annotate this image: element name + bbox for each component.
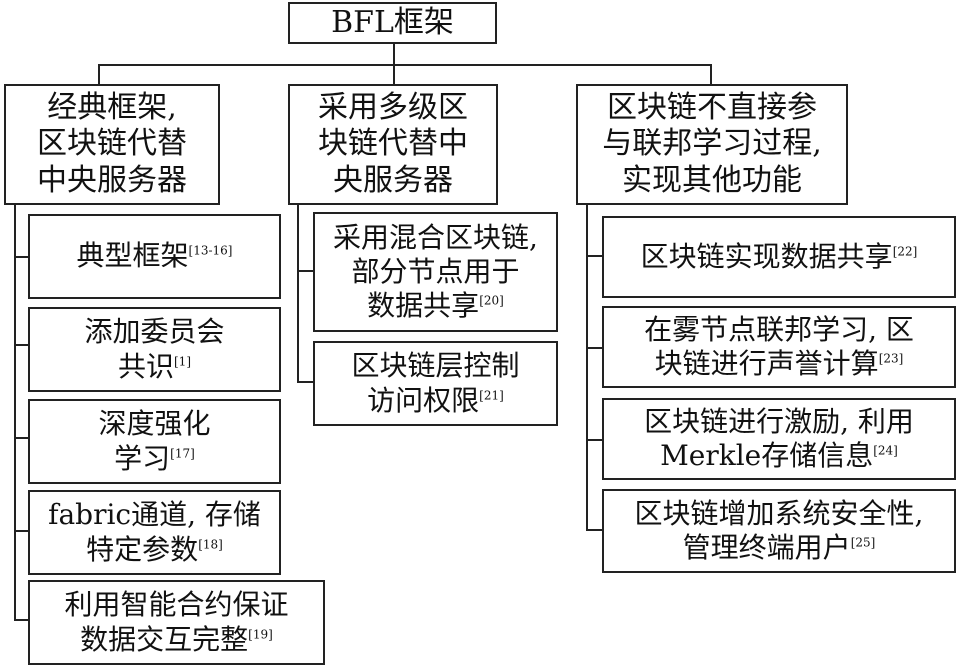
citation: [22]	[892, 244, 918, 259]
col2-drop	[393, 64, 395, 84]
col1-branch-4	[14, 530, 28, 532]
col3-spine	[586, 204, 588, 530]
leaf-text: 区块链进行激励, 利用 Merkle存储信息	[644, 404, 914, 472]
leaf-node: 区块链进行激励, 利用 Merkle存储信息[24]	[602, 398, 956, 480]
root-label: BFL框架	[331, 4, 454, 40]
col1-spine	[14, 204, 16, 620]
category-label: 经典框架, 区块链代替 中央服务器	[37, 89, 187, 198]
leaf-node: 在雾节点联邦学习, 区 块链进行声誉计算[23]	[602, 306, 956, 388]
leaf-node: 添加委员会 共识[1]	[28, 307, 281, 392]
col1-branch-1	[14, 256, 28, 258]
col2-branch-1	[297, 270, 313, 272]
root-node: BFL框架	[288, 2, 497, 44]
citation: [18]	[198, 537, 223, 552]
citation: [1]	[174, 354, 191, 369]
col3-branch-3	[586, 439, 602, 441]
leaf-node: 利用智能合约保证 数据交互完整[19]	[28, 580, 325, 665]
col3-drop	[710, 64, 712, 84]
category-node-2: 采用多级区 块链代替中 央服务器	[288, 84, 498, 205]
leaf-node: 深度强化 学习[17]	[28, 399, 281, 484]
leaf-text: 在雾节点联邦学习, 区 块链进行声誉计算	[644, 312, 914, 380]
leaf-node: 区块链实现数据共享[22]	[602, 216, 956, 298]
leaf-text: 添加委员会 共识	[84, 315, 225, 383]
category-label: 采用多级区 块链代替中 央服务器	[318, 89, 468, 198]
citation: [24]	[873, 443, 898, 458]
leaf-text: fabric通道, 存储 特定参数	[48, 498, 261, 566]
top-bus	[98, 64, 710, 66]
root-connector	[393, 42, 395, 66]
category-node-1: 经典框架, 区块链代替 中央服务器	[4, 84, 220, 205]
leaf-node: 典型框架[13-16]	[28, 214, 281, 299]
col2-branch-2	[297, 381, 313, 383]
category-node-3: 区块链不直接参 与联邦学习过程, 实现其他功能	[576, 84, 848, 205]
leaf-text: 采用混合区块链, 部分节点用于 数据共享	[333, 220, 538, 323]
citation: [19]	[248, 627, 273, 642]
leaf-node: fabric通道, 存储 特定参数[18]	[28, 490, 281, 575]
col1-branch-2	[14, 344, 28, 346]
citation: [25]	[850, 535, 876, 550]
col1-branch-5	[14, 619, 28, 621]
citation: [21]	[479, 388, 504, 403]
col2-spine	[297, 204, 299, 382]
leaf-text: 深度强化 学习	[98, 407, 211, 475]
citation: [23]	[878, 351, 904, 366]
leaf-text: 区块链层控制 访问权限	[351, 349, 520, 417]
citation: [13-16]	[188, 244, 233, 259]
col3-branch-4	[586, 529, 602, 531]
leaf-node: 区块链增加系统安全性, 管理终端用户[25]	[602, 489, 956, 573]
col1-drop	[98, 64, 100, 84]
citation: [20]	[479, 293, 504, 308]
category-label: 区块链不直接参 与联邦学习过程, 实现其他功能	[602, 89, 822, 198]
citation: [17]	[170, 446, 195, 461]
col3-branch-1	[586, 255, 602, 257]
col1-branch-3	[14, 437, 28, 439]
leaf-node: 区块链层控制 访问权限[21]	[313, 341, 558, 426]
leaf-text: 区块链实现数据共享	[640, 239, 893, 273]
leaf-text: 区块链增加系统安全性, 管理终端用户	[634, 496, 924, 564]
col3-branch-2	[586, 347, 602, 349]
leaf-node: 采用混合区块链, 部分节点用于 数据共享[20]	[313, 212, 558, 332]
leaf-text: 典型框架	[76, 239, 189, 273]
leaf-text: 利用智能合约保证 数据交互完整	[64, 588, 289, 656]
